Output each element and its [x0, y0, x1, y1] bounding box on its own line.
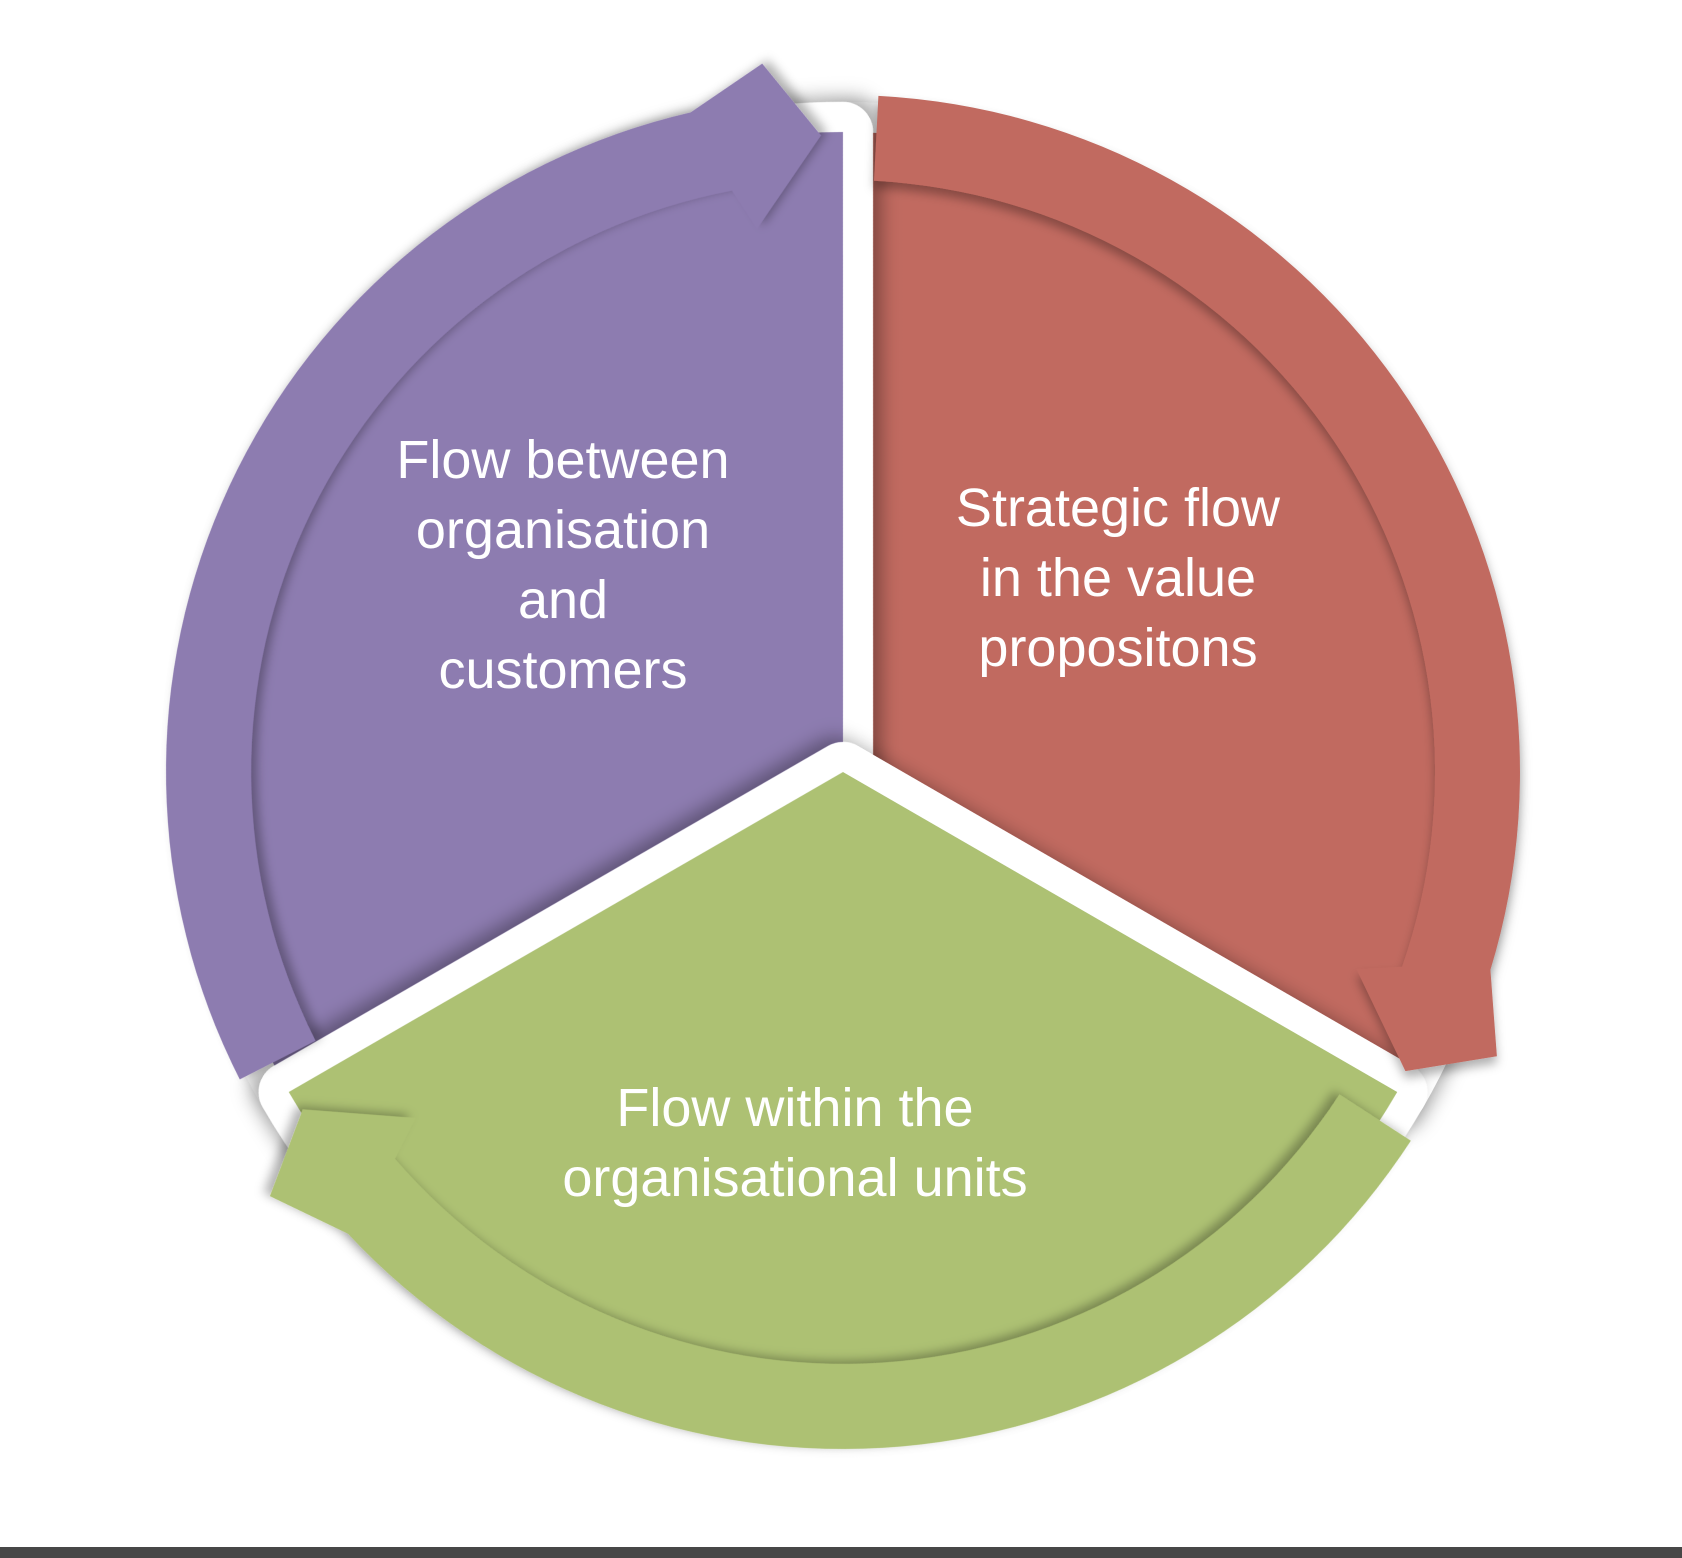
arrow-flow-within [269, 1094, 1411, 1449]
label-strategic-flow-in-the-value-propositons: Strategic flow in the value propositons [868, 473, 1368, 683]
label-line: in the value [979, 548, 1257, 608]
label-line: Flow within the [616, 1078, 974, 1138]
footer-bar [0, 1547, 1682, 1558]
label-line: and [517, 570, 609, 630]
arrow-flow-between [166, 63, 821, 1080]
label-flow-between-organisation-and-customers: Flow between organisation and customers [313, 425, 813, 705]
label-line: customers [438, 640, 688, 700]
label-line: organisational units [562, 1148, 1028, 1208]
curved-arrow-icon [269, 1094, 1411, 1449]
curved-arrow-icon [874, 95, 1520, 1072]
label-flow-within-the-organisational-units: Flow within the organisational units [465, 1073, 1125, 1213]
curved-arrow-icon [166, 63, 821, 1080]
label-line: propositons [978, 618, 1258, 678]
segment-arrows [166, 63, 1520, 1449]
arrow-strategic-flow [874, 95, 1520, 1072]
label-line: Flow between [396, 430, 730, 490]
label-line: Strategic flow [955, 478, 1281, 538]
label-line: organisation [415, 500, 711, 560]
